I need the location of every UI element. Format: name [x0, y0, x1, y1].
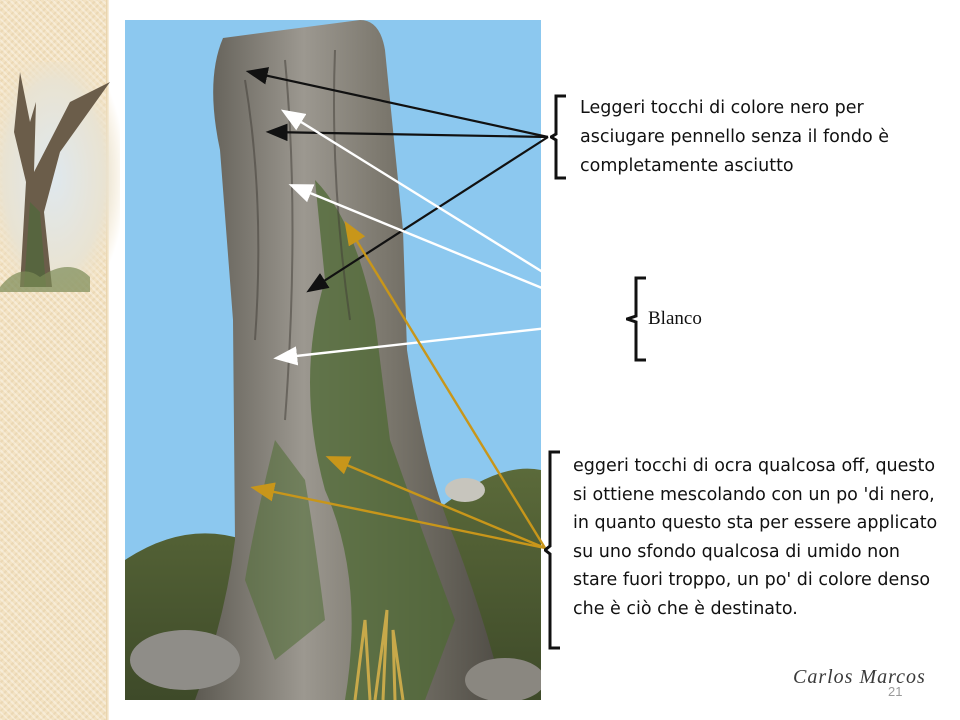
- bracket-black-note: [550, 94, 566, 180]
- bracket-ochre-note: [544, 450, 560, 650]
- strip-edge: [106, 0, 109, 720]
- bracket-white-note: [626, 276, 646, 362]
- white-paint-note: Blanco: [648, 308, 702, 329]
- page-number: 21: [888, 684, 903, 699]
- tree-trunk-photo: [125, 20, 541, 700]
- author-signature: Carlos Marcos: [793, 666, 926, 688]
- black-paint-note: Leggeri tocchi di colore nero per asciug…: [580, 98, 890, 176]
- tree-thumbnail-image: [0, 62, 120, 292]
- ochre-paint-note: eggeri tocchi di ocra qualcosa off, ques…: [573, 456, 938, 619]
